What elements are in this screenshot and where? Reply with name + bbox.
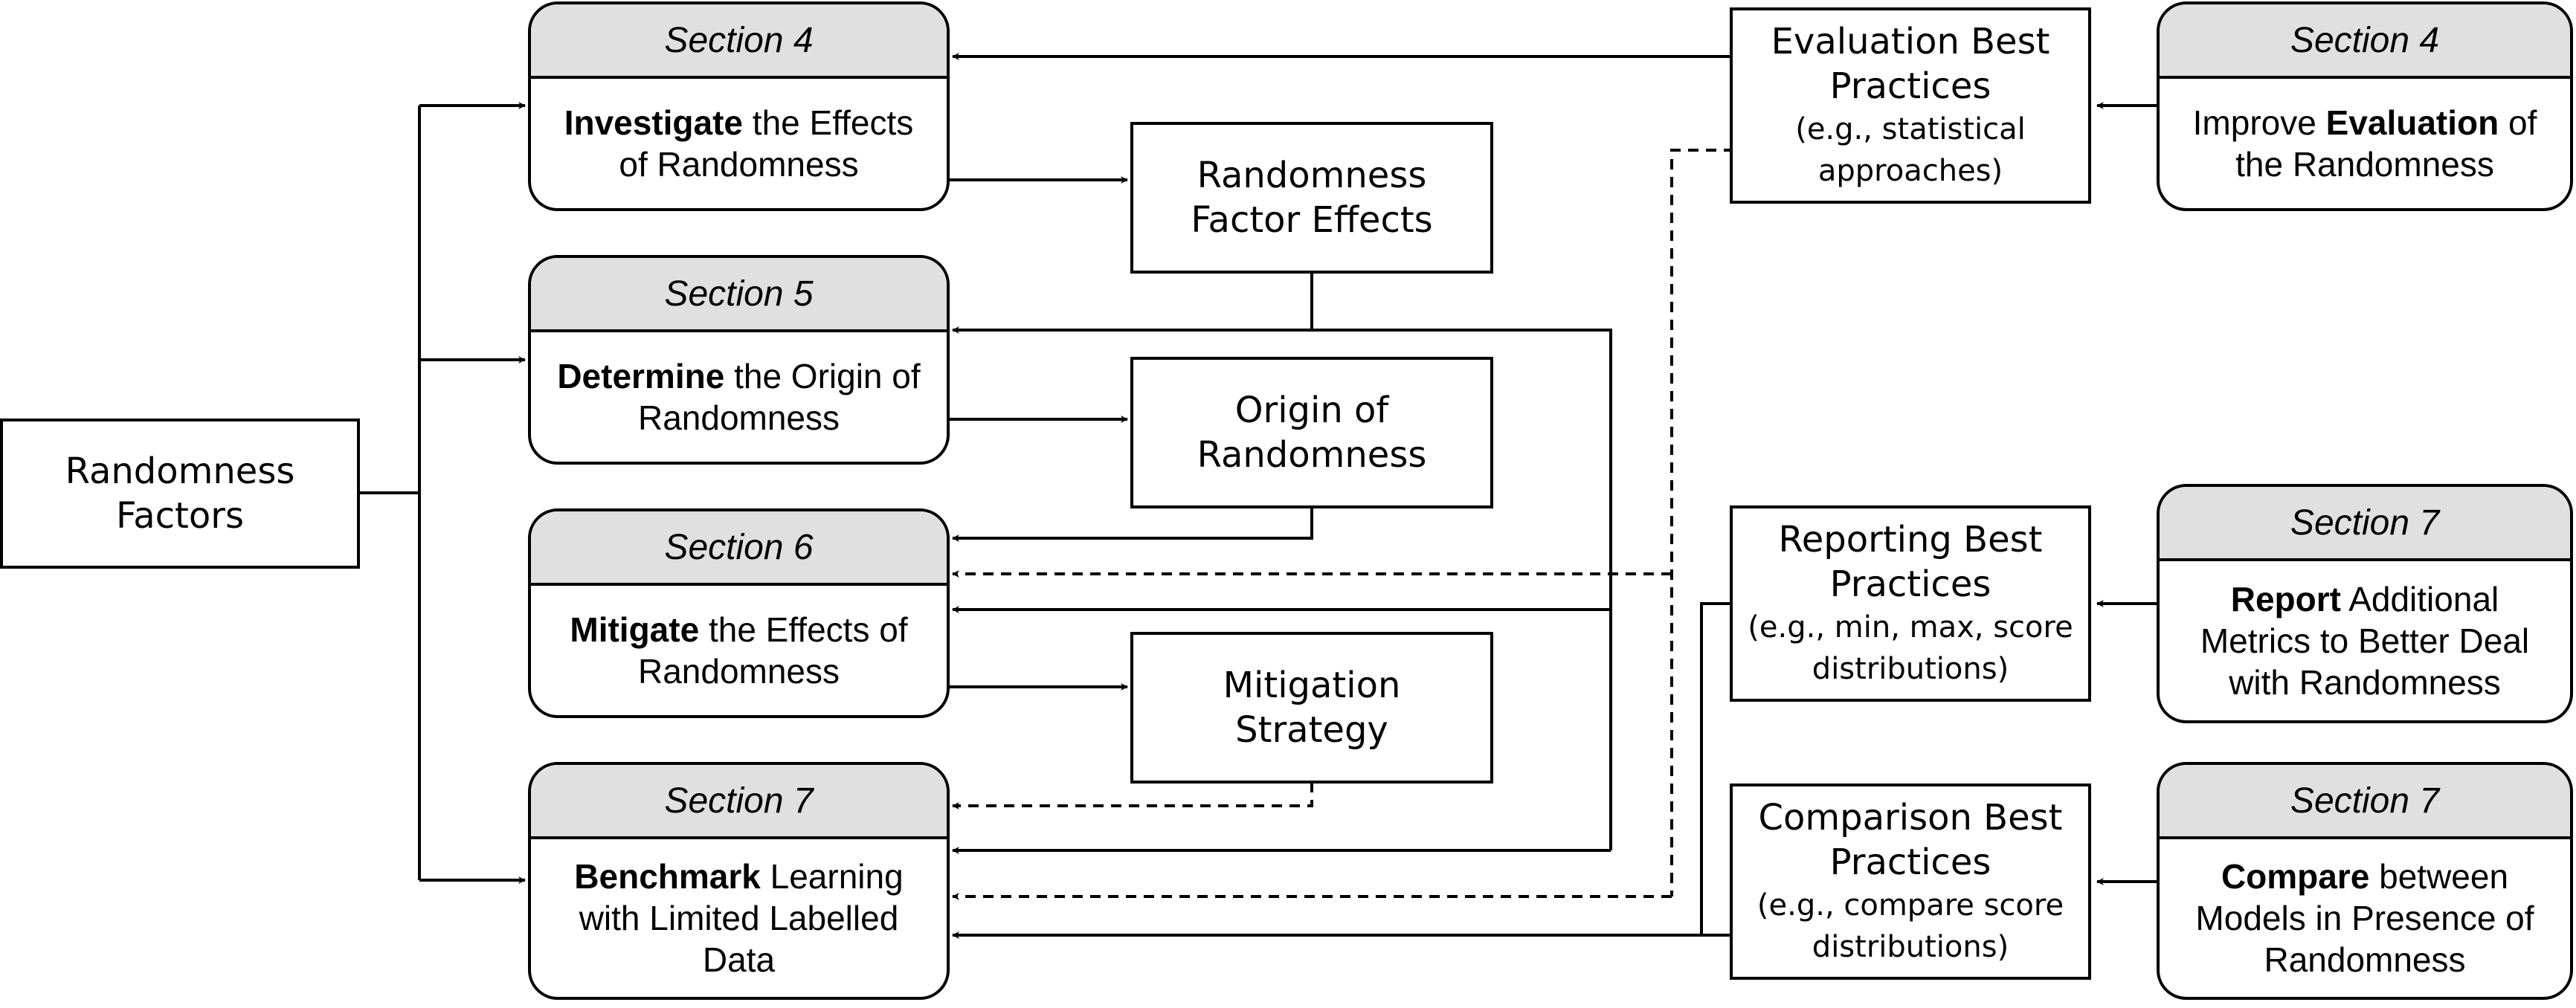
section-keyword: Benchmark — [574, 857, 761, 896]
section-determine: Section 5 Determine the Origin of Random… — [528, 255, 950, 465]
mitigation-node: Mitigation Strategy — [1130, 632, 1493, 784]
section-mitigate: Section 6 Mitigate the Effects of Random… — [528, 508, 950, 718]
evaluation-practices-example: (e.g., statistical approaches) — [1795, 112, 2026, 188]
section-body: Improve Evaluation of the Randomness — [2160, 79, 2570, 208]
section-keyword: Evaluation — [2325, 103, 2499, 142]
factor-effects-node: Randomness Factor Effects — [1130, 122, 1493, 274]
section-header: Section 7 — [2160, 765, 2570, 839]
origin-label: Origin of Randomness — [1197, 390, 1427, 476]
evaluation-practices-title: Evaluation Best Practices — [1771, 21, 2050, 107]
section-header: Section 4 — [2160, 4, 2570, 79]
section-text-pre: Improve — [2192, 103, 2326, 142]
section-keyword: Report — [2230, 580, 2341, 618]
reporting-practices-example: (e.g., min, max, score distributions) — [1748, 610, 2073, 686]
comparison-practices-title: Comparison Best Practices — [1758, 797, 2063, 883]
section-keyword: Mitigate — [570, 610, 700, 649]
section-text: the Effects of Randomness — [619, 103, 914, 184]
section-body: Benchmark Learning with Limited Labelled… — [531, 839, 947, 997]
section-text: Learning with Limited Labelled Data — [579, 857, 904, 979]
section-header: Section 7 — [531, 765, 947, 839]
section-text: the Effects of Randomness — [637, 610, 908, 691]
edge-effects-bus — [1312, 329, 1612, 850]
section-keyword: Compare — [2221, 857, 2370, 896]
section-header: Section 4 — [531, 4, 947, 79]
section-body: Report Additional Metrics to Better Deal… — [2160, 561, 2570, 720]
section-header: Section 6 — [531, 511, 947, 586]
section-body: Mitigate the Effects of Randomness — [531, 586, 947, 715]
section-text: the Origin of Randomness — [637, 357, 921, 437]
origin-node: Origin of Randomness — [1130, 357, 1493, 508]
factor-effects-label: Randomness Factor Effects — [1191, 155, 1433, 241]
reporting-practices-node: Reporting Best Practices (e.g., min, max… — [1730, 505, 2091, 702]
mitigation-label: Mitigation Strategy — [1223, 665, 1401, 751]
section-investigate: Section 4 Investigate the Effects of Ran… — [528, 1, 950, 211]
randomness-factors-label: Randomness Factors — [65, 450, 295, 537]
comparison-practices-node: Comparison Best Practices (e.g., compare… — [1730, 784, 2091, 980]
section-improve-evaluation: Section 4 Improve Evaluation of the Rand… — [2157, 1, 2573, 211]
section-keyword: Investigate — [564, 103, 744, 142]
edge-evaluation-dashed — [1670, 149, 1734, 896]
section-report-metrics: Section 7 Report Additional Metrics to B… — [2157, 484, 2573, 723]
section-body: Determine the Origin of Randomness — [531, 332, 947, 462]
section-body: Compare between Models in Presence of Ra… — [2160, 839, 2570, 997]
edge-reporting-down — [1700, 602, 1734, 935]
section-header: Section 5 — [531, 258, 947, 332]
section-text: Additional Metrics to Better Deal with R… — [2200, 580, 2530, 702]
section-benchmark: Section 7 Benchmark Learning with Limite… — [528, 762, 950, 1000]
comparison-practices-example: (e.g., compare score distributions) — [1756, 888, 2064, 964]
section-body: Investigate the Effects of Randomness — [531, 79, 947, 208]
section-text: between Models in Presence of Randomness — [2195, 857, 2534, 979]
section-keyword: Determine — [557, 357, 725, 395]
section-text: of the Randomness — [2235, 103, 2537, 184]
section-compare-models: Section 7 Compare between Models in Pres… — [2157, 762, 2573, 1000]
section-header: Section 7 — [2160, 487, 2570, 561]
edge-origin-to-section6 — [952, 508, 1313, 542]
randomness-factors-node: Randomness Factors — [0, 419, 360, 569]
edge-mitigation-to-section7 — [952, 782, 1313, 810]
reporting-practices-title: Reporting Best Practices — [1778, 519, 2043, 605]
evaluation-practices-node: Evaluation Best Practices (e.g., statist… — [1730, 7, 2091, 204]
